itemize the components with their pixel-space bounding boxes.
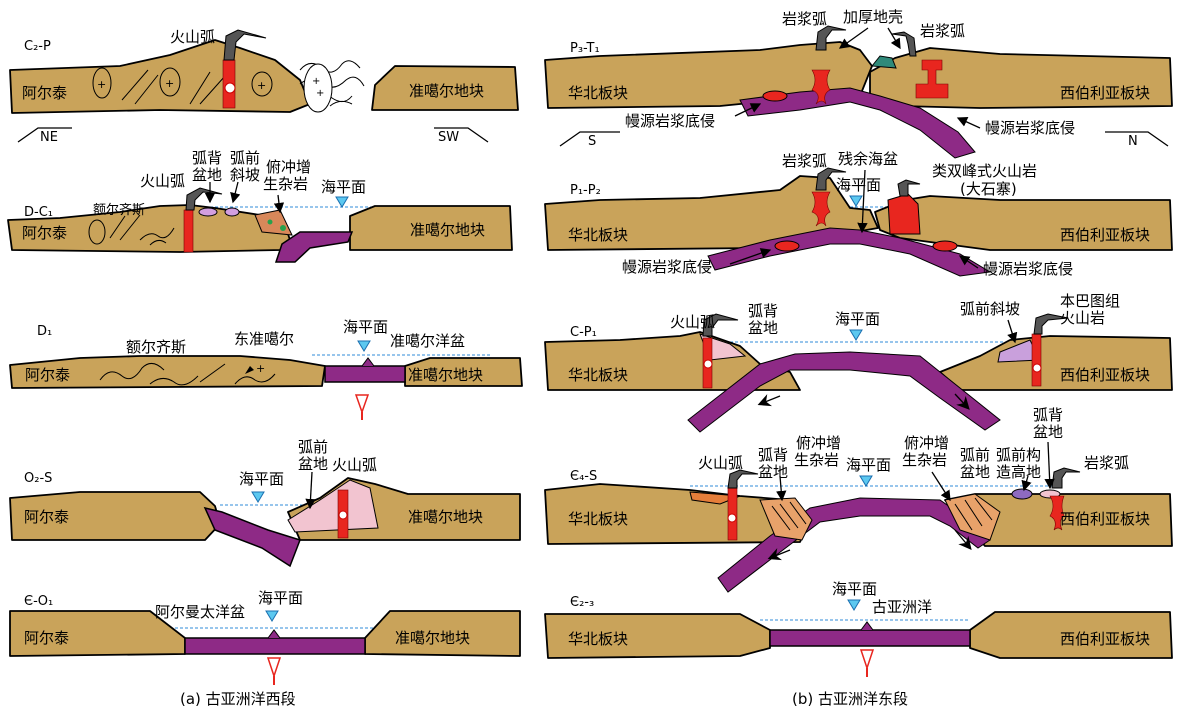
age-label: P₁-P₂ xyxy=(570,183,601,198)
dir-ne: NE xyxy=(40,130,58,145)
svg-text:+: + xyxy=(256,362,265,375)
age-label: O₂-S xyxy=(24,471,52,486)
caption-a: (a) 古亚洲洋西段 xyxy=(180,690,296,708)
forearc-label: 弧前斜坡 xyxy=(230,149,260,184)
underplate-l-label: 幔源岩浆底侵 xyxy=(625,112,715,130)
dir-n: N xyxy=(1128,134,1138,149)
section-a5: Є-O₁ 阿尔泰 准噶尔地块 阿尔曼太洋盆 海平面 xyxy=(10,589,520,685)
sea-label: 海平面 xyxy=(836,176,881,194)
block-left: 阿尔泰 xyxy=(22,224,67,242)
section-a1: C₂-P ++ +++ 阿尔泰 准噶尔地块 火山弧 NE SW xyxy=(10,28,518,145)
age-label: D₁ xyxy=(37,324,52,339)
block-right: 准噶尔地块 xyxy=(410,221,485,239)
arc-label: 火山弧 xyxy=(670,313,715,331)
accretion-l-label: 俯冲增生杂岩 xyxy=(794,434,841,469)
sea-label: 海平面 xyxy=(343,318,388,336)
svg-text:+: + xyxy=(312,76,320,87)
backarc-l-label: 弧背盆地 xyxy=(758,446,788,481)
block-right: 准噶尔地块 xyxy=(408,366,483,384)
section-b5: Є₂-₃ 华北板块 西伯利亚板块 海平面 古亚洲洋 xyxy=(545,580,1172,677)
forearc-basin-label: 弧前盆地 xyxy=(960,446,990,481)
svg-text:+: + xyxy=(316,88,324,99)
east-junggar-label: 东准噶尔 xyxy=(234,330,294,348)
age-label: P₃-T₁ xyxy=(570,41,600,56)
underplate-r-label: 幔源岩浆底侵 xyxy=(983,260,1073,278)
section-b2: P₁-P₂ 华北板块 西伯利亚板块 岩浆弧 残余海盆 海平面 类双峰式火山岩 (… xyxy=(545,150,1172,278)
forearc-basin-label: 弧前盆地 xyxy=(298,438,328,473)
sea-label: 海平面 xyxy=(835,310,880,328)
underplate-r-label: 幔源岩浆底侵 xyxy=(985,119,1075,137)
arc-label: 火山弧 xyxy=(170,28,215,46)
block-right: 准噶尔地块 xyxy=(409,82,484,100)
block-left: 华北板块 xyxy=(568,630,628,648)
accretion-label: 俯冲增生杂岩 xyxy=(263,158,311,193)
section-a2: D-C₁ 阿尔泰 准噶尔地块 额尔齐斯 火山弧 弧背盆地 弧前斜坡 俯冲增生杂岩… xyxy=(8,149,512,262)
block-left: 华北板块 xyxy=(568,510,628,528)
section-b1: P₃-T₁ 华北板块 西伯利亚板块 岩浆弧 加厚地壳 岩浆弧 幔源岩浆底侵 幔源… xyxy=(545,8,1172,158)
dir-sw: SW xyxy=(438,130,459,145)
backarc-r-label: 弧背盆地 xyxy=(1033,406,1063,441)
block-left: 华北板块 xyxy=(568,226,628,244)
age-label: C-P₁ xyxy=(570,325,597,340)
block-right: 西伯利亚板块 xyxy=(1060,510,1150,528)
ocean-label: 古亚洲洋 xyxy=(872,598,932,616)
forearc-high-label: 弧前构造高地 xyxy=(996,446,1041,481)
basin-label: 阿尔曼太洋盆 xyxy=(155,603,245,621)
arc-r-label: 岩浆弧 xyxy=(920,22,965,40)
arc-label: 火山弧 xyxy=(140,172,185,190)
age-label: C₂-P xyxy=(24,39,51,54)
sea-label: 海平面 xyxy=(258,589,303,607)
basin-label: 准噶尔洋盆 xyxy=(390,332,465,350)
caption-b: (b) 古亚洲洋东段 xyxy=(792,690,908,708)
arc-r-label: 岩浆弧 xyxy=(1084,454,1129,472)
arc-label: 岩浆弧 xyxy=(782,152,827,170)
block-right: 西伯利亚板块 xyxy=(1060,366,1150,384)
sea-label: 海平面 xyxy=(832,580,877,598)
sea-label: 海平面 xyxy=(846,456,891,474)
section-b3: C-P₁ 华北板块 西伯利亚板块 火山弧 弧背盆地 海平面 弧前斜坡 本巴图组火… xyxy=(545,292,1172,432)
accretion-r-label: 俯冲增生杂岩 xyxy=(902,434,949,469)
dir-s: S xyxy=(588,134,596,149)
dashizhai-label: (大石寨) xyxy=(960,180,1017,198)
sea-label: 海平面 xyxy=(321,178,366,196)
benbatu-label: 本巴图组火山岩 xyxy=(1060,292,1120,327)
crust-label: 加厚地壳 xyxy=(843,8,903,26)
block-left: 阿尔泰 xyxy=(24,508,69,526)
bimodal-label: 类双峰式火山岩 xyxy=(932,162,1037,180)
arc-l-label: 岩浆弧 xyxy=(782,10,827,28)
age-label: Є-O₁ xyxy=(24,594,53,609)
block-left: 华北板块 xyxy=(568,366,628,384)
svg-text:+: + xyxy=(97,78,106,91)
block-right: 西伯利亚板块 xyxy=(1060,226,1150,244)
sea-label: 海平面 xyxy=(239,470,284,488)
block-left: 阿尔泰 xyxy=(25,366,70,384)
block-left: 阿尔泰 xyxy=(22,84,67,102)
svg-text:+: + xyxy=(165,77,174,90)
section-a3: D₁ + 阿尔泰 准噶尔地块 额尔齐斯 东准噶尔 海平面 准噶尔洋盆 xyxy=(10,318,522,420)
section-a4: O₂-S 阿尔泰 准噶尔地块 海平面 弧前盆地 火山弧 xyxy=(10,438,520,566)
block-left: 华北板块 xyxy=(568,84,628,102)
ertix-label: 额尔齐斯 xyxy=(93,202,145,218)
ertix-label: 额尔齐斯 xyxy=(126,338,186,356)
arc-label: 火山弧 xyxy=(698,454,743,472)
underplate-l-label: 幔源岩浆底侵 xyxy=(622,258,712,276)
remnant-label: 残余海盆 xyxy=(838,150,898,168)
block-left: 阿尔泰 xyxy=(24,629,69,647)
block-right: 准噶尔地块 xyxy=(408,508,483,526)
svg-text:+: + xyxy=(257,79,266,92)
block-right: 西伯利亚板块 xyxy=(1060,84,1150,102)
backarc-label: 弧背盆地 xyxy=(192,149,222,184)
forearc-label: 弧前斜坡 xyxy=(960,300,1020,318)
block-right: 准噶尔地块 xyxy=(395,629,470,647)
block-right: 西伯利亚板块 xyxy=(1060,630,1150,648)
section-b4: Є₄-S 华北板块 西伯利亚板块 火山弧 弧背盆地 俯冲增生杂岩 海平面 俯冲增… xyxy=(545,406,1172,592)
backarc-label: 弧背盆地 xyxy=(748,302,778,337)
arc-label: 火山弧 xyxy=(332,456,377,474)
age-label: Є₄-S xyxy=(570,469,597,484)
age-label: Є₂-₃ xyxy=(570,595,594,610)
